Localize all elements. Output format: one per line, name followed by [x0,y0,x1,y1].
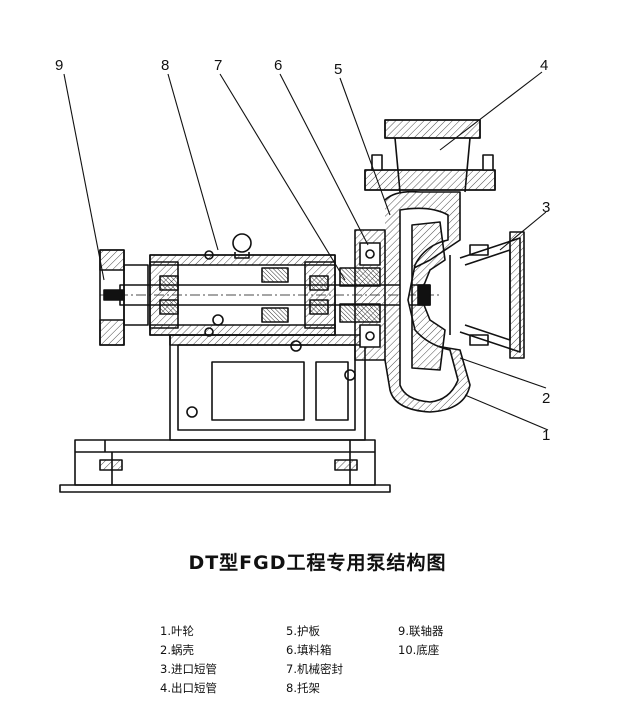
legend-item: 4.出口短管 [160,681,217,695]
base-plate [59,439,391,493]
legend-item: 8.托架 [286,681,320,695]
callout-4: 4 [540,57,548,74]
inlet-pipe [449,231,525,359]
legend-item: 6.填料箱 [286,643,332,657]
legend-item: 9.联轴器 [398,624,444,638]
bearing-frame [149,233,336,352]
pump-cross-section-drawing: 9 8 7 6 5 4 3 2 1 [55,57,550,493]
callout-7: 7 [214,57,222,74]
legend-item: 10.底座 [398,643,440,657]
legend-item: 1.叶轮 [160,624,194,638]
coupling [99,249,149,346]
callout-1: 1 [542,427,550,444]
leader-lines [63,71,549,431]
callout-5: 5 [334,61,342,78]
legend-item: 3.进口短管 [160,662,217,676]
bearings [159,275,329,315]
callout-2: 2 [542,390,550,407]
impeller [411,221,446,371]
legend-item: 7.机械密封 [286,662,343,676]
callout-8: 8 [161,57,169,74]
legend-item: 5.护板 [286,624,320,638]
legend-column-1: 1.叶轮 2.蜗壳 3.进口短管 4.出口短管 [160,622,217,698]
legend-column-2: 5.护板 6.填料箱 7.机械密封 8.托架 [286,622,343,698]
legend-column-3: 9.联轴器 10.底座 [398,622,443,660]
callout-labels: 9 8 7 6 5 4 3 2 1 [55,57,550,444]
outlet-pipe [364,119,496,193]
diagram-title: DT型FGD工程专用泵结构图 [188,552,447,574]
callout-6: 6 [274,57,282,74]
bearing-frame-pedestal [169,334,366,441]
legend-item: 2.蜗壳 [160,643,194,657]
callout-3: 3 [542,199,550,216]
callout-9: 9 [55,57,63,74]
